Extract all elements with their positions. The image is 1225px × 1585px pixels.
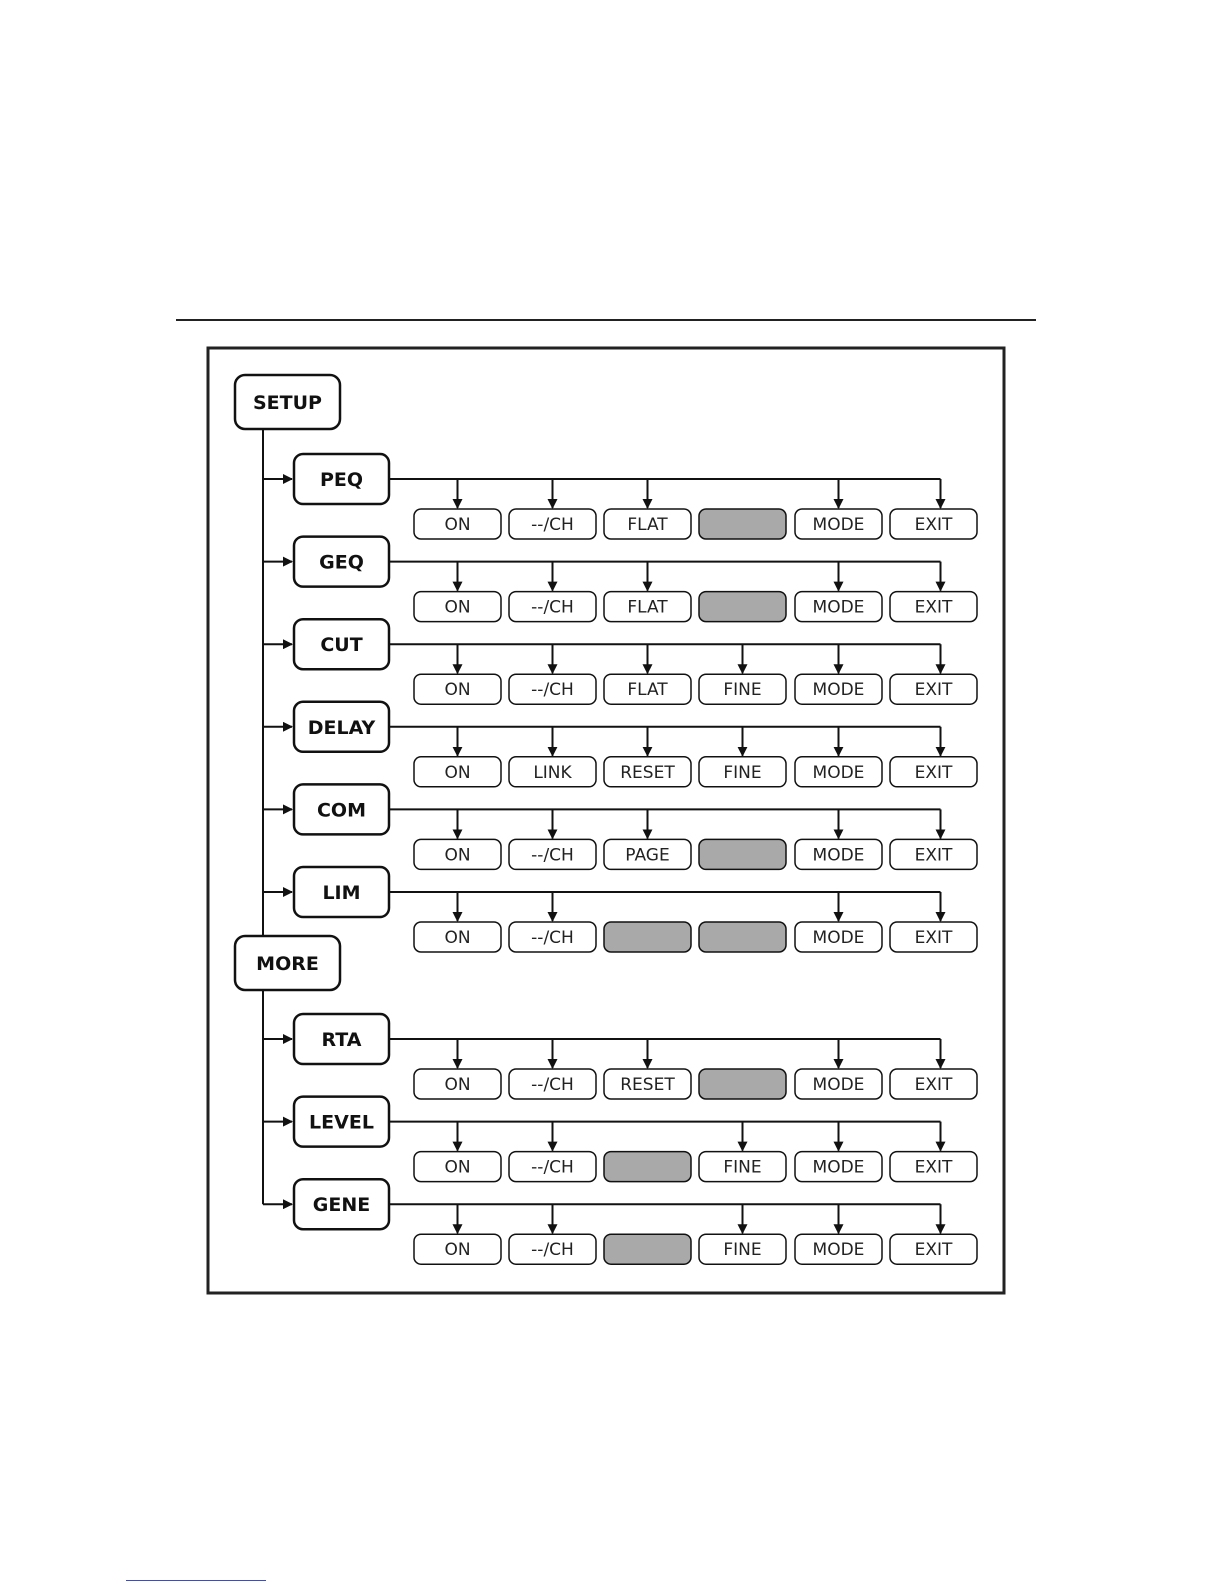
peq-inactive-key xyxy=(699,509,786,539)
rta-key-label: RESET xyxy=(620,1075,675,1095)
setup-menu-label: SETUP xyxy=(253,392,322,414)
delay-key-label: ON xyxy=(444,763,470,783)
peq-submenu-label: PEQ xyxy=(320,469,363,491)
level-key-label: FINE xyxy=(723,1158,761,1178)
peq-key-label: --/CH xyxy=(531,515,574,535)
level-submenu-label: LEVEL xyxy=(309,1112,374,1134)
geq-inactive-key xyxy=(699,592,786,622)
level-key-label: MODE xyxy=(813,1158,865,1178)
rta-key-label: MODE xyxy=(813,1075,865,1095)
lim-inactive-key xyxy=(604,922,691,952)
geq-key-label: ON xyxy=(444,598,470,618)
gene-inactive-key xyxy=(604,1234,691,1264)
delay-submenu-label: DELAY xyxy=(308,717,376,739)
delay-key-label: MODE xyxy=(813,763,865,783)
peq-key-label: MODE xyxy=(813,515,865,535)
com-key-label: EXIT xyxy=(915,845,953,865)
lim-inactive-key xyxy=(699,922,786,952)
geq-key-label: EXIT xyxy=(915,598,953,618)
gene-key-label: FINE xyxy=(723,1240,761,1260)
lim-key-label: ON xyxy=(444,928,470,948)
lim-key-label: EXIT xyxy=(915,928,953,948)
geq-key-label: FLAT xyxy=(627,598,668,618)
lim-key-label: MODE xyxy=(813,928,865,948)
rta-inactive-key xyxy=(699,1069,786,1099)
cut-key-label: EXIT xyxy=(915,680,953,700)
cut-key-label: ON xyxy=(444,680,470,700)
delay-key-label: EXIT xyxy=(915,763,953,783)
peq-key-label: ON xyxy=(444,515,470,535)
rta-key-label: --/CH xyxy=(531,1075,574,1095)
gene-key-label: EXIT xyxy=(915,1240,953,1260)
cut-key-label: FLAT xyxy=(627,680,668,700)
rta-submenu-label: RTA xyxy=(322,1029,362,1051)
lim-key-label: --/CH xyxy=(531,928,574,948)
com-key-label: MODE xyxy=(813,845,865,865)
delay-key-label: RESET xyxy=(620,763,675,783)
lim-submenu-label: LIM xyxy=(322,882,360,904)
footer-link-underline xyxy=(126,1580,266,1581)
level-inactive-key xyxy=(604,1152,691,1182)
level-key-label: --/CH xyxy=(531,1158,574,1178)
geq-key-label: MODE xyxy=(813,598,865,618)
gene-key-label: --/CH xyxy=(531,1240,574,1260)
cut-key-label: FINE xyxy=(723,680,761,700)
com-key-label: ON xyxy=(444,845,470,865)
level-key-label: ON xyxy=(444,1158,470,1178)
gene-key-label: ON xyxy=(444,1240,470,1260)
peq-key-label: FLAT xyxy=(627,515,668,535)
geq-key-label: --/CH xyxy=(531,598,574,618)
rta-key-label: ON xyxy=(444,1075,470,1095)
delay-key-label: FINE xyxy=(723,763,761,783)
geq-submenu-label: GEQ xyxy=(319,552,364,574)
com-submenu-label: COM xyxy=(317,799,366,821)
com-key-label: PAGE xyxy=(625,845,669,865)
delay-key-label: LINK xyxy=(533,763,572,783)
cut-key-label: MODE xyxy=(813,680,865,700)
peq-key-label: EXIT xyxy=(915,515,953,535)
gene-key-label: MODE xyxy=(813,1240,865,1260)
level-key-label: EXIT xyxy=(915,1158,953,1178)
rta-key-label: EXIT xyxy=(915,1075,953,1095)
gene-submenu-label: GENE xyxy=(313,1194,370,1216)
cut-key-label: --/CH xyxy=(531,680,574,700)
more-menu-label: MORE xyxy=(256,953,319,975)
com-inactive-key xyxy=(699,839,786,869)
com-key-label: --/CH xyxy=(531,845,574,865)
cut-submenu-label: CUT xyxy=(320,634,362,656)
